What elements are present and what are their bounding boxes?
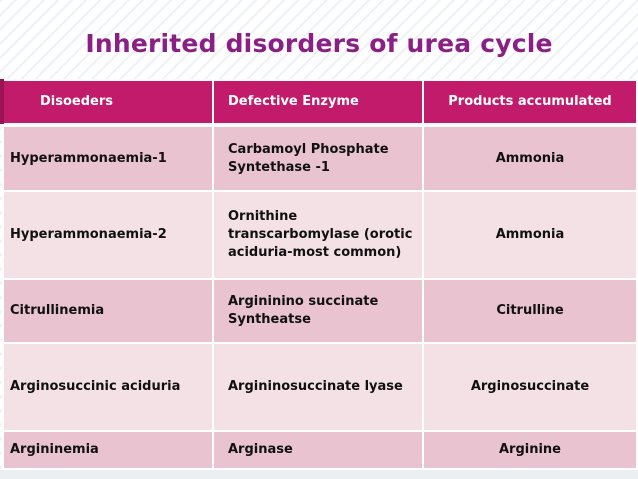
table-header-row: Disoeders Defective Enzyme Products accu… <box>2 79 638 126</box>
disorder-cell: Argininemia <box>2 430 214 470</box>
column-header-defective-enzyme: Defective Enzyme <box>212 79 424 126</box>
product-cell: Arginosuccinate <box>422 342 638 432</box>
product-cell: Ammonia <box>422 124 638 192</box>
slide-title: Inherited disorders of urea cycle <box>85 29 553 58</box>
column-header-products-accumulated: Products accumulated <box>422 79 638 126</box>
table-row: Hyperammonaemia-2 Ornithine transcarbomy… <box>2 190 638 280</box>
column-header-disorders: Disoeders <box>2 79 214 126</box>
enzyme-cell: Ornithine transcarbomylase (orotic acidu… <box>212 190 424 280</box>
product-cell: Citrulline <box>422 278 638 344</box>
enzyme-cell: Argininosuccinate lyase <box>212 342 424 432</box>
table-row: Arginosuccinic aciduria Argininosuccinat… <box>2 342 638 432</box>
enzyme-cell: Arginase <box>212 430 424 470</box>
urea-cycle-disorders-table: Disoeders Defective Enzyme Products accu… <box>2 79 638 470</box>
table-row: Argininemia Arginase Arginine <box>2 430 638 470</box>
table-row: Hyperammonaemia-1 Carbamoyl Phosphate Sy… <box>2 124 638 192</box>
disorder-cell: Hyperammonaemia-2 <box>2 190 214 280</box>
disorder-cell: Citrullinemia <box>2 278 214 344</box>
product-cell: Arginine <box>422 430 638 470</box>
table-row: Citrullinemia Argininino succinate Synth… <box>2 278 638 344</box>
enzyme-cell: Carbamoyl Phosphate Syntethase -1 <box>212 124 424 192</box>
enzyme-cell: Argininino succinate Syntheatse <box>212 278 424 344</box>
disorder-cell: Arginosuccinic aciduria <box>2 342 214 432</box>
disorder-cell: Hyperammonaemia-1 <box>2 124 214 192</box>
product-cell: Ammonia <box>422 190 638 280</box>
header-accent-bar <box>0 79 4 124</box>
